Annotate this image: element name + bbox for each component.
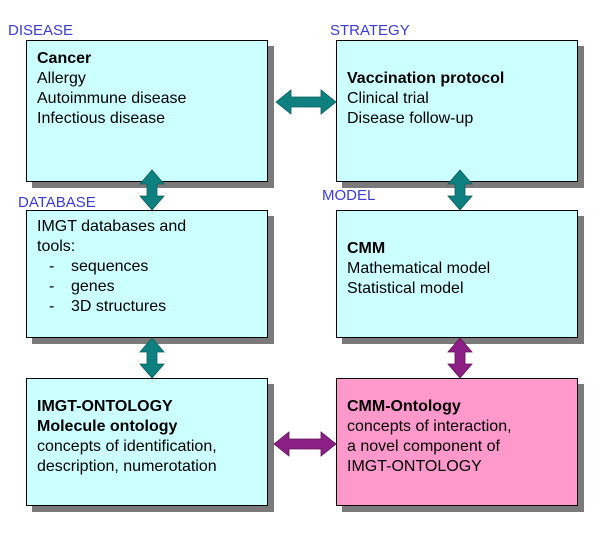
arrow-model-cmm-ontology: [447, 337, 473, 379]
imgt-ontology-title: IMGT-ONTOLOGY: [37, 398, 173, 415]
arrow-disease-strategy: [275, 89, 337, 115]
cmm-ontology-line: IMGT-ONTOLOGY: [347, 458, 482, 475]
list-item: -genes: [49, 278, 115, 295]
list-item: -3D structures: [49, 298, 167, 315]
cmm-ontology-title: CMM-Ontology: [347, 398, 461, 415]
arrow-strategy-model: [447, 169, 473, 211]
label-disease: DISEASE: [8, 22, 74, 39]
database-intro: IMGT databases and: [37, 218, 187, 235]
strategy-title: Vaccination protocol: [347, 70, 505, 87]
imgt-ontology-line: description, numerotation: [37, 458, 217, 475]
model-title: CMM: [347, 240, 386, 257]
molecule-ontology-title: Molecule ontology: [37, 418, 178, 435]
database-items: -sequences -genes -3D structures: [37, 257, 257, 317]
imgt-ontology-line: concepts of identification,: [37, 438, 217, 455]
model-box: CMM Mathematical model Statistical model: [336, 210, 578, 338]
disease-line: Infectious disease: [37, 110, 166, 127]
cmm-ontology-line: a novel component of: [347, 438, 500, 455]
strategy-box: Vaccination protocol Clinical trial Dise…: [336, 40, 578, 182]
cmm-ontology-line: concepts of interaction,: [347, 418, 512, 435]
strategy-line: Disease follow-up: [347, 110, 474, 127]
label-database: DATABASE: [18, 194, 96, 211]
database-box: IMGT databases and tools: -sequences -ge…: [26, 210, 268, 338]
disease-box: Cancer Allergy Autoimmune disease Infect…: [26, 40, 268, 182]
label-model: MODEL: [322, 187, 376, 204]
arrow-disease-database: [139, 169, 165, 211]
arrow-imgt-cmm-ontology: [273, 431, 337, 457]
label-strategy: STRATEGY: [330, 22, 410, 39]
cmm-ontology-box: CMM-Ontology concepts of interaction, a …: [336, 378, 578, 506]
database-intro: tools:: [37, 238, 76, 255]
disease-line: Autoimmune disease: [37, 90, 187, 107]
disease-title: Cancer: [37, 50, 92, 67]
imgt-ontology-box: IMGT-ONTOLOGY Molecule ontology concepts…: [26, 378, 268, 506]
disease-line: Allergy: [37, 70, 86, 87]
model-line: Mathematical model: [347, 260, 491, 277]
model-line: Statistical model: [347, 280, 464, 297]
arrow-database-imgt-ontology: [139, 337, 165, 379]
list-item: -sequences: [49, 258, 149, 275]
strategy-line: Clinical trial: [347, 90, 429, 107]
